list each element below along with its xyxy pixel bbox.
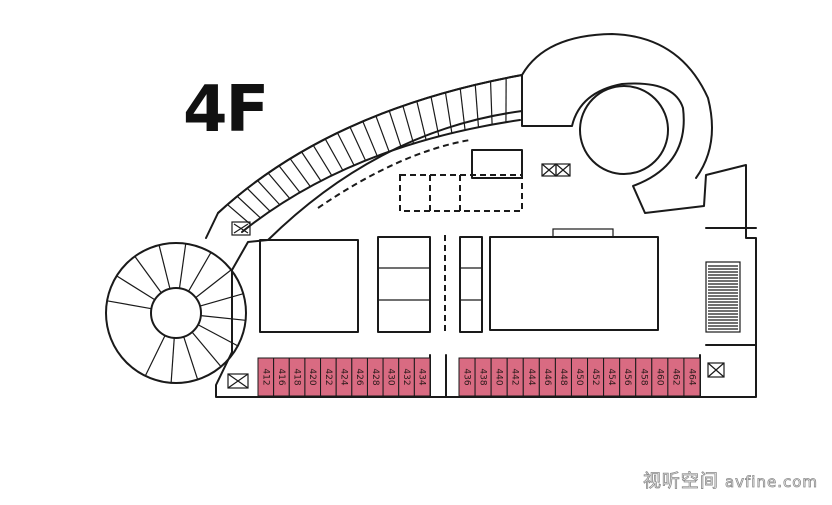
room-label-436: 436 (462, 368, 472, 385)
room-block-east (489, 236, 659, 331)
room-row-east: 436 438 440 442 444 446 448 450 452 454 456 458 460 4… (458, 357, 701, 397)
room-label-418: 418 (292, 368, 302, 385)
room-label-428: 428 (370, 368, 380, 385)
room-464 (683, 357, 701, 397)
room-label-434: 434 (417, 368, 427, 385)
room-label-452: 452 (590, 368, 600, 385)
stair-icon (231, 221, 251, 236)
escalator-icon (705, 261, 741, 333)
floor-label: 4F (183, 73, 269, 147)
stair-icon-lower (227, 373, 249, 389)
room-label-412: 412 (260, 368, 270, 385)
room-label-430: 430 (385, 368, 395, 385)
lift-icon (707, 362, 725, 378)
room-label-440: 440 (494, 368, 504, 385)
upper-room-small (471, 149, 523, 179)
room-row-west: 412 416 418 420 422 424 426 428 430 432 434 (257, 357, 431, 397)
room-label-460: 460 (654, 368, 664, 385)
room-label-464: 464 (686, 368, 696, 385)
room-label-426: 426 (354, 368, 364, 385)
watermark-site: avfine.com (724, 473, 818, 492)
inner-curve-partition (317, 139, 471, 209)
room-label-450: 450 (574, 368, 584, 385)
room-label-420: 420 (307, 368, 317, 385)
room-label-438: 438 (478, 368, 488, 385)
rotunda-inner (579, 85, 669, 175)
room-label-416: 416 (276, 368, 286, 385)
room-label-424: 424 (339, 368, 349, 385)
watermark-text: 视听空间 (642, 471, 719, 493)
room-label-444: 444 (526, 368, 536, 385)
room-label-422: 422 (323, 368, 333, 385)
room-label-456: 456 (622, 368, 632, 385)
room-434 (413, 357, 431, 397)
room-label-448: 448 (558, 368, 568, 385)
left-spiral-stair (105, 242, 247, 384)
room-label-458: 458 (638, 368, 648, 385)
room-label-454: 454 (606, 368, 616, 385)
curved-corridor-inner (241, 119, 521, 233)
rotunda-outer (521, 33, 713, 179)
watermark: 视听空间 avfine.com (643, 467, 818, 493)
room-block-west (259, 239, 359, 333)
elevator-icon (541, 163, 571, 177)
room-label-462: 462 (670, 368, 680, 385)
room-block-narrow (459, 236, 483, 333)
room-label-446: 446 (542, 368, 552, 385)
room-label-432: 432 (401, 368, 411, 385)
room-block-center (377, 236, 431, 333)
room-label-442: 442 (510, 368, 520, 385)
